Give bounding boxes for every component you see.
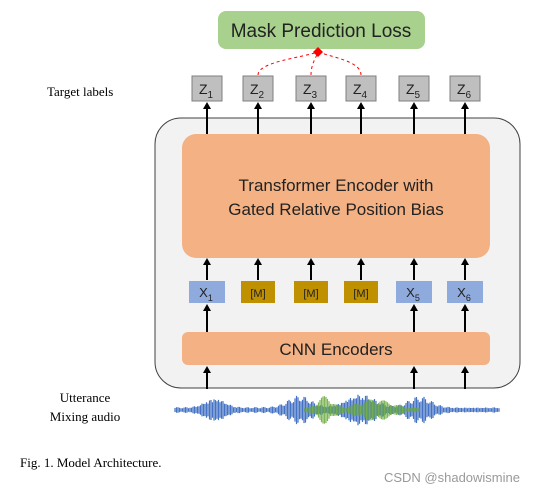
target-label-z4: Z4 (345, 75, 377, 102)
token-box (294, 281, 328, 303)
arrow-cnn-to-token-6-head (461, 304, 469, 311)
masked-token: [M] (294, 281, 328, 303)
target-labels: Z1 Z2 Z3 Z4 Z5 Z6 (191, 75, 481, 102)
input-token-x1: X1 (189, 281, 225, 303)
audio-to-cnn-arrows (203, 366, 469, 389)
token-box (189, 281, 225, 303)
target-label-box (345, 75, 377, 102)
input-token-text: X1 (199, 285, 213, 303)
target-label-text: Z2 (250, 81, 265, 101)
arrow-audio-to-cnn-3-head (461, 366, 469, 373)
arrow-cnn-to-token-5-head (410, 304, 418, 311)
cnn-encoders-label: CNN Encoders (279, 340, 392, 359)
target-label-z1: Z1 (191, 75, 223, 102)
target-labels-caption: Target labels (47, 84, 113, 99)
masked-token: [M] (241, 281, 275, 303)
figure-caption: Fig. 1. Model Architecture. (20, 455, 162, 470)
loss-connector-z3 (310, 51, 319, 76)
masked-token-text: [M] (303, 288, 318, 300)
transformer-encoder-label-line1: Transformer Encoder with (239, 176, 434, 195)
arrow-to-transformer-2-head (254, 258, 262, 265)
token-box (447, 281, 483, 303)
mixing-audio-waveform (174, 394, 500, 426)
loss-connector-z2 (257, 51, 319, 76)
target-label-z3: Z3 (295, 75, 327, 102)
input-token-text: X6 (457, 285, 471, 303)
target-label-box (398, 75, 430, 102)
arrow-to-target-6-head (461, 102, 469, 109)
masked-token-text: [M] (353, 288, 368, 300)
target-label-text: Z4 (353, 81, 368, 101)
input-token-x5: X5 (396, 281, 432, 303)
cnn-to-token-arrows (203, 304, 469, 332)
arrow-audio-to-cnn-2-head (410, 366, 418, 373)
mask-prediction-loss-label: Mask Prediction Loss (231, 21, 412, 42)
masked-token: [M] (344, 281, 378, 303)
arrow-to-target-3-head (307, 102, 315, 109)
target-label-box (242, 75, 274, 102)
waveform-mixing (304, 396, 420, 424)
masked-loss-connectors (257, 51, 362, 76)
target-label-z5: Z5 (398, 75, 430, 102)
arrow-to-transformer-1-head (203, 258, 211, 265)
target-label-text: Z1 (199, 81, 214, 101)
arrow-to-transformer-5-head (410, 258, 418, 265)
target-label-box (191, 75, 223, 102)
arrow-to-target-2-head (254, 102, 262, 109)
audio-caption-line2: Mixing audio (50, 409, 120, 424)
input-token-text: X5 (406, 285, 420, 303)
target-label-z6: Z6 (449, 75, 481, 102)
arrow-to-transformer-6-head (461, 258, 469, 265)
transformer-encoder-block: Transformer Encoder with Gated Relative … (182, 134, 490, 258)
audio-caption-line1: Utterance (60, 390, 111, 405)
watermark: CSDN @shadowismine (384, 470, 520, 485)
transformer-to-target-arrows (203, 102, 469, 134)
masked-token-text: [M] (250, 288, 265, 300)
input-tokens: X1 [M] [M] [M] X5 X6 (189, 281, 483, 303)
token-box (396, 281, 432, 303)
arrow-to-transformer-4-head (357, 258, 365, 265)
target-label-box (295, 75, 327, 102)
token-box (344, 281, 378, 303)
target-label-box (449, 75, 481, 102)
target-label-text: Z6 (457, 81, 472, 101)
loss-connector-z4 (317, 51, 362, 76)
arrow-audio-to-cnn-1-head (203, 366, 211, 373)
token-box (241, 281, 275, 303)
target-label-text: Z3 (303, 81, 318, 101)
target-label-text: Z5 (406, 81, 421, 101)
input-token-x6: X6 (447, 281, 483, 303)
arrow-to-target-4-head (357, 102, 365, 109)
mask-prediction-loss-box: Mask Prediction Loss (218, 11, 425, 49)
arrow-to-transformer-3-head (307, 258, 315, 265)
token-to-transformer-arrows (203, 258, 469, 280)
loss-connector-joint (313, 47, 323, 57)
arrow-to-target-1-head (203, 102, 211, 109)
target-label-z2: Z2 (242, 75, 274, 102)
arrow-to-target-5-head (410, 102, 418, 109)
cnn-encoders-block: CNN Encoders (182, 332, 490, 365)
transformer-encoder-label-line2: Gated Relative Position Bias (228, 200, 443, 219)
arrow-cnn-to-token-1-head (203, 304, 211, 311)
